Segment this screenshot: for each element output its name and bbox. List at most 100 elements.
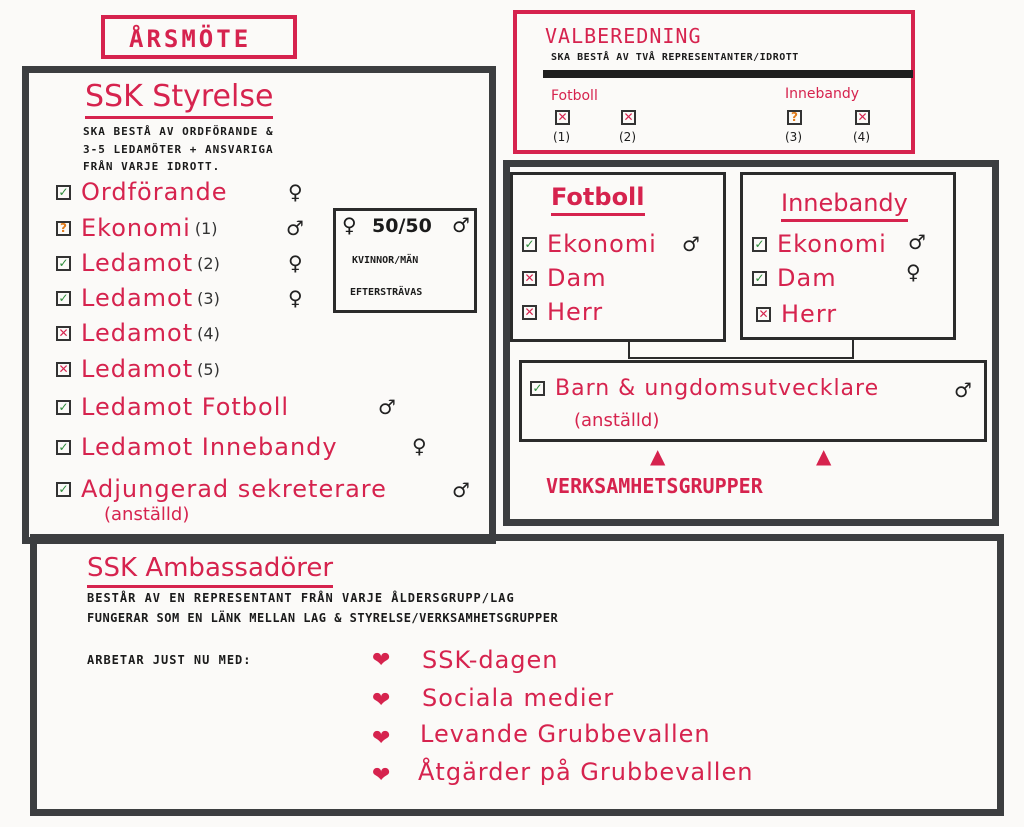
balance-line-1: KVINNOR/MÄN — [352, 255, 419, 266]
ledamot-3-female-icon: ♀ — [288, 286, 303, 310]
styrelse-member-ledamot-fotboll: ✓ Ledamot Fotboll — [56, 393, 289, 421]
fotboll-herr-label: Herr — [547, 298, 604, 326]
heart-icon-3: ❤ — [372, 726, 391, 751]
ledamot-5-label: Ledamot — [81, 355, 194, 383]
valberedning-subtitle: SKA BESTÅ AV TVÅ REPRESENTANTER/IDROTT — [551, 52, 799, 63]
heart-icon-1: ❤ — [372, 648, 391, 673]
fotboll-dam-label: Dam — [547, 264, 607, 292]
valberedning-slot-3-number: (3) — [785, 130, 802, 144]
innebandy-herr-checkbox[interactable]: ✕ — [756, 306, 771, 322]
balance-line-2: EFTERSTRÄVAS — [350, 287, 423, 298]
valberedning-box: VALBEREDNING SKA BESTÅ AV TVÅ REPRESENTA… — [513, 10, 915, 154]
innebandy-title: Innebandy — [781, 189, 908, 222]
ambassador-item-1: SSK-dagen — [422, 646, 559, 674]
fotboll-dam-checkbox[interactable]: ✕ — [522, 270, 537, 286]
adjungerad-male-icon: ♂ — [452, 478, 470, 502]
styrelse-member-ledamot-3: ✓ Ledamot (3) — [56, 284, 220, 312]
styrelse-desc-line-3: FRÅN VARJE IDROTT. — [83, 160, 221, 173]
fotboll-ekonomi-checkbox[interactable]: ✓ — [522, 236, 537, 252]
barn-male-icon: ♂ — [954, 378, 972, 402]
verksamhet-label: VERKSAMHETSGRUPPER — [546, 474, 763, 498]
valberedning-slot-2-checkbox[interactable]: ✕ — [621, 110, 636, 125]
styrelse-member-ekonomi: ? Ekonomi (1) — [56, 214, 218, 242]
fotboll-role-dam: ✕ Dam — [522, 264, 607, 292]
balance-ratio: 50/50 — [372, 215, 432, 237]
styrelse-member-ordforande: ✓ Ordförande — [56, 178, 228, 206]
innebandy-dam-female-icon: ♀ — [906, 260, 921, 284]
balance-male-icon: ♂ — [452, 213, 470, 237]
fotboll-herr-checkbox[interactable]: ✕ — [522, 304, 537, 320]
connector-fotboll-down — [628, 342, 630, 358]
ledamot-fotboll-male-icon: ♂ — [378, 395, 396, 419]
arrow-up-right-icon: ▲ — [816, 444, 832, 468]
arsmote-box: ÅRSMÖTE — [101, 15, 297, 59]
balance-box: ♀ 50/50 ♂ KVINNOR/MÄN EFTERSTRÄVAS — [333, 208, 477, 313]
ledamot-innebandy-checkbox[interactable]: ✓ — [56, 439, 71, 455]
connector-horizontal — [628, 357, 854, 359]
valberedning-bar — [543, 70, 913, 78]
innebandy-dam-checkbox[interactable]: ✓ — [752, 270, 767, 286]
ambassadorer-desc-line-2: FUNGERAR SOM EN LÄNK MELLAN LAG & STYREL… — [87, 611, 559, 625]
arrow-up-left-icon: ▲ — [650, 444, 666, 468]
innebandy-role-dam: ✓ Dam — [752, 264, 837, 292]
ekonomi-male-icon: ♂ — [286, 216, 304, 240]
adjungerad-employed-note: (anställd) — [104, 504, 190, 525]
ordforande-label: Ordförande — [81, 178, 228, 206]
barn-employed-note: (anställd) — [574, 410, 660, 431]
valberedning-slot-4-checkbox[interactable]: ✕ — [855, 110, 870, 125]
valberedning-slot-3-checkbox[interactable]: ? — [787, 110, 802, 125]
styrelse-member-ledamot-innebandy: ✓ Ledamot Innebandy — [56, 433, 338, 461]
ledamot-2-checkbox[interactable]: ✓ — [56, 255, 71, 271]
ledamot-2-female-icon: ♀ — [288, 251, 303, 275]
styrelse-member-adjungerad: ✓ Adjungerad sekreterare — [56, 475, 387, 503]
ekonomi-number: (1) — [194, 218, 218, 238]
ordforande-checkbox[interactable]: ✓ — [56, 184, 71, 200]
ordforande-female-icon: ♀ — [288, 180, 303, 204]
fotboll-box: Fotboll — [510, 172, 726, 342]
ekonomi-label: Ekonomi — [81, 214, 191, 242]
ledamot-fotboll-checkbox[interactable]: ✓ — [56, 399, 71, 415]
barn-row: ✓ Barn & ungdomsutvecklare — [530, 376, 879, 401]
balance-female-icon: ♀ — [342, 213, 357, 237]
valberedning-innebandy-label: Innebandy — [785, 86, 859, 102]
valberedning-title: VALBEREDNING — [545, 24, 702, 48]
innebandy-ekonomi-label: Ekonomi — [777, 230, 887, 258]
ledamot-5-checkbox[interactable]: ✕ — [56, 361, 71, 377]
styrelse-member-ledamot-2: ✓ Ledamot (2) — [56, 249, 220, 277]
valberedning-fotboll-label: Fotboll — [551, 88, 598, 104]
valberedning-slot-1-checkbox[interactable]: ✕ — [555, 110, 570, 125]
fotboll-ekonomi-male-icon: ♂ — [682, 232, 700, 256]
fotboll-ekonomi-label: Ekonomi — [547, 230, 657, 258]
ambassador-item-2: Sociala medier — [422, 684, 615, 712]
ambassadorer-title: SSK Ambassadörer — [87, 553, 334, 588]
styrelse-desc-line-2: 3-5 LEDAMÖTER + ANSVARIGA — [83, 143, 274, 156]
ledamot-2-label: Ledamot — [81, 249, 194, 277]
styrelse-title: SSK Styrelse — [85, 79, 274, 119]
ambassador-item-4: Åtgärder på Grubbevallen — [418, 758, 754, 786]
innebandy-role-ekonomi: ✓ Ekonomi — [752, 230, 887, 258]
ledamot-4-checkbox[interactable]: ✕ — [56, 325, 71, 341]
ledamot-4-number: (4) — [197, 323, 220, 343]
styrelse-member-ledamot-5: ✕ Ledamot (5) — [56, 355, 220, 383]
innebandy-dam-label: Dam — [777, 264, 837, 292]
styrelse-desc-line-1: SKA BESTÅ AV ORDFÖRANDE & — [83, 125, 274, 138]
ledamot-fotboll-label: Ledamot Fotboll — [81, 393, 290, 421]
fotboll-role-herr: ✕ Herr — [522, 298, 603, 326]
fotboll-title: Fotboll — [551, 183, 645, 216]
barn-checkbox[interactable]: ✓ — [530, 381, 545, 396]
innebandy-role-herr: ✕ Herr — [756, 300, 837, 328]
ambassador-item-3: Levande Grubbevallen — [420, 720, 711, 748]
ledamot-innebandy-female-icon: ♀ — [412, 434, 427, 458]
fotboll-role-ekonomi: ✓ Ekonomi — [522, 230, 657, 258]
heart-icon-2: ❤ — [372, 688, 391, 713]
ledamot-3-label: Ledamot — [81, 284, 194, 312]
barn-label: Barn & ungdomsutvecklare — [555, 376, 880, 401]
ambassadorer-desc-line-1: BESTÅR AV EN REPRESENTANT FRÅN VARJE ÅLD… — [87, 591, 515, 605]
innebandy-ekonomi-checkbox[interactable]: ✓ — [752, 236, 767, 252]
ledamot-3-number: (3) — [197, 288, 220, 308]
ambassadorer-working-label: ARBETAR JUST NU MED: — [87, 653, 252, 667]
ekonomi-checkbox[interactable]: ? — [56, 220, 71, 236]
adjungerad-checkbox[interactable]: ✓ — [56, 481, 71, 497]
ledamot-2-number: (2) — [197, 253, 220, 273]
ledamot-3-checkbox[interactable]: ✓ — [56, 290, 71, 306]
